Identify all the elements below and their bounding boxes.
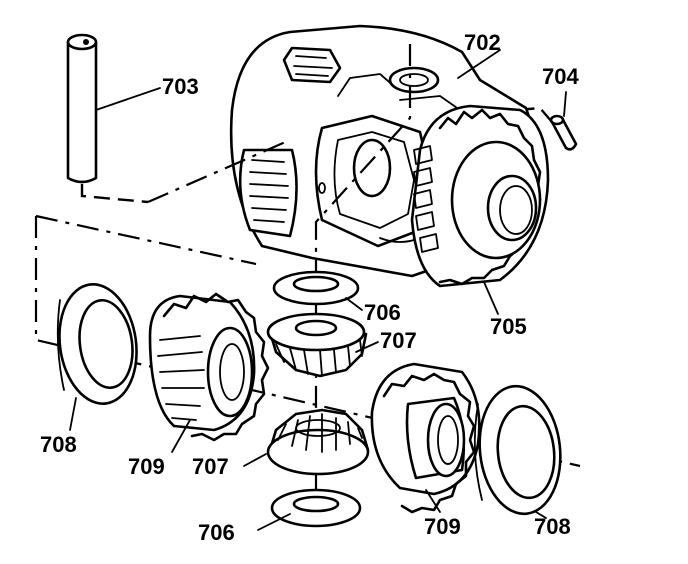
callout-705: 705	[490, 314, 527, 339]
side-washer-708-right	[473, 384, 562, 516]
lock-pin-704	[429, 106, 578, 151]
callout-707-bottom: 707	[192, 454, 229, 479]
leader-702	[457, 49, 501, 79]
callout-labels: 703 702 704 705 706 707 708 709 707 706 …	[40, 30, 579, 545]
leader-704	[563, 91, 567, 117]
callout-703: 703	[162, 74, 199, 99]
leader-705	[483, 281, 499, 315]
leader-708-right	[535, 511, 547, 519]
pinion-washer-706-bottom	[270, 488, 362, 528]
assembly-centerlines	[34, 44, 581, 520]
pinion-gear-707-bottom	[266, 408, 370, 476]
callout-707-top: 707	[380, 328, 417, 353]
callout-708-left: 708	[40, 432, 77, 457]
leader-709-left	[171, 419, 191, 453]
callout-706-bottom: 706	[198, 520, 235, 545]
side-washer-708-left	[56, 283, 138, 405]
leader-708-left	[69, 397, 77, 431]
leader-707-bottom	[243, 453, 267, 467]
pinion-washer-706-top	[272, 270, 360, 306]
leader-709-right	[425, 489, 441, 513]
callout-708-right: 708	[534, 514, 571, 539]
callout-709-right: 709	[424, 514, 461, 539]
cross-pin-703	[66, 33, 149, 204]
callout-709-left: 709	[128, 454, 165, 479]
side-gear-709-left	[148, 292, 270, 442]
leader-707-top	[355, 341, 379, 353]
callout-706-top: 706	[364, 300, 401, 325]
leader-703	[95, 87, 161, 111]
leader-706-top	[345, 297, 363, 311]
callout-704: 704	[542, 64, 579, 89]
leader-706-bottom	[257, 513, 291, 531]
pinion-gear-707-top	[266, 312, 368, 378]
ring-gear-705	[410, 104, 550, 288]
side-gear-709-right	[370, 362, 481, 514]
leader-lines	[69, 49, 567, 531]
callout-702: 702	[464, 30, 501, 55]
